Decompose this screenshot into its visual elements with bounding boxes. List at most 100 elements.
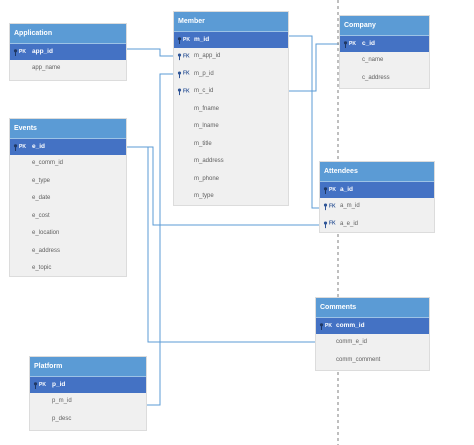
table-attendees[interactable]: Attendees PK a_id FK a_m_id FK a_e_id: [320, 162, 434, 232]
pk-row: PK e_id: [10, 139, 126, 155]
field-name: c_name: [362, 57, 384, 63]
pk-row: PK p_id: [30, 377, 146, 393]
field-name: m_address: [194, 158, 224, 164]
key-icon: PK: [319, 318, 332, 334]
field-name: comm_comment: [336, 356, 381, 363]
field-row: e_location: [10, 225, 126, 243]
key-icon: PK: [13, 44, 26, 60]
key-icon: FK: [177, 48, 190, 66]
field-name: comm_e_id: [336, 339, 368, 345]
table-header: Member: [174, 12, 288, 32]
field-name: m_p_id: [194, 70, 214, 77]
table-member[interactable]: Member PK m_id FK m_app_id FK m_p_id FK …: [174, 12, 288, 205]
field-name: e_location: [32, 230, 60, 236]
key-mark: PK: [329, 187, 336, 193]
key-mark: FK: [183, 70, 190, 77]
field-name: p_id: [52, 381, 66, 388]
pk-row: PK comm_id: [316, 318, 429, 334]
field-row: p_m_id: [30, 393, 146, 411]
field-name: m_app_id: [194, 53, 221, 59]
pk-row: PK a_id: [320, 182, 434, 198]
field-row: e_date: [10, 190, 126, 208]
pk-row: PK m_id: [174, 32, 288, 48]
field-name: c_address: [362, 74, 390, 81]
key-icon: PK: [343, 36, 356, 52]
key-icon: FK: [323, 216, 336, 234]
field-name: app_name: [32, 65, 61, 71]
table-platform[interactable]: Platform PK p_id p_m_id p_desc: [30, 357, 146, 430]
table-header: Comments: [316, 298, 429, 318]
field-name: e_type: [32, 177, 51, 184]
fk-row: FK m_p_id: [174, 66, 288, 84]
field-name: a_e_id: [340, 220, 359, 227]
key-mark: FK: [329, 220, 336, 227]
table-comments[interactable]: Comments PK comm_id comm_e_id comm_comme…: [316, 298, 429, 370]
field-name: m_phone: [194, 175, 220, 182]
field-row: e_address: [10, 243, 126, 261]
table-header: Company: [340, 16, 429, 36]
field-name: c_id: [362, 40, 376, 47]
field-name: m_lname: [194, 123, 219, 129]
connector-member-company: [288, 43, 340, 92]
table-application[interactable]: Application PK app_id app_name: [10, 24, 126, 80]
table-company[interactable]: Company PK c_id c_name c_address: [340, 16, 429, 88]
connector-attendees-member: [288, 35, 320, 209]
table-header: Attendees: [320, 162, 434, 182]
fk-row: FK a_m_id: [320, 198, 434, 216]
key-mark: PK: [39, 382, 46, 388]
field-row: comm_comment: [316, 352, 429, 370]
field-row: m_lname: [174, 118, 288, 136]
field-row: c_name: [340, 52, 429, 70]
pk-row: PK app_id: [10, 44, 126, 60]
table-header: Events: [10, 119, 126, 139]
field-row: p_desc: [30, 411, 146, 429]
key-mark: FK: [183, 53, 190, 59]
field-row: e_type: [10, 173, 126, 191]
field-name: m_id: [194, 36, 210, 43]
field-name: a_id: [340, 186, 354, 193]
key-icon: FK: [177, 66, 190, 84]
field-row: m_address: [174, 153, 288, 171]
field-name: p_desc: [52, 415, 72, 422]
table-events[interactable]: Events PK e_id e_comm_id e_type e_date e…: [10, 119, 126, 276]
field-row: e_topic: [10, 260, 126, 278]
field-row: m_fname: [174, 101, 288, 119]
field-name: m_title: [194, 140, 212, 147]
field-row: app_name: [10, 60, 126, 78]
field-name: e_cost: [32, 212, 50, 219]
field-row: m_type: [174, 188, 288, 206]
field-name: app_id: [32, 48, 53, 55]
table-header: Application: [10, 24, 126, 44]
field-name: m_c_id: [194, 88, 214, 94]
field-name: e_address: [32, 247, 61, 254]
connector-comments-events: [126, 146, 316, 343]
field-name: m_type: [194, 193, 214, 199]
key-mark: PK: [325, 323, 332, 329]
key-mark: FK: [183, 88, 190, 94]
key-icon: FK: [323, 198, 336, 216]
field-name: m_fname: [194, 105, 220, 112]
fk-row: FK m_app_id: [174, 48, 288, 66]
field-row: comm_e_id: [316, 334, 429, 352]
key-icon: PK: [177, 32, 190, 48]
key-mark: PK: [19, 144, 26, 150]
fk-row: FK m_c_id: [174, 83, 288, 101]
field-row: e_comm_id: [10, 155, 126, 173]
key-mark: PK: [19, 49, 26, 55]
field-name: e_date: [32, 195, 51, 201]
field-name: e_comm_id: [32, 160, 64, 166]
connector-member-app: [125, 48, 174, 57]
key-mark: FK: [329, 203, 336, 209]
key-mark: PK: [183, 37, 190, 43]
field-name: e_id: [32, 143, 46, 150]
field-row: m_phone: [174, 171, 288, 189]
key-mark: PK: [349, 41, 356, 47]
field-row: m_title: [174, 136, 288, 154]
key-icon: PK: [13, 139, 26, 155]
key-icon: PK: [33, 377, 46, 393]
fk-row: FK a_e_id: [320, 216, 434, 234]
field-name: comm_id: [336, 322, 365, 329]
field-name: p_m_id: [52, 398, 72, 404]
pk-row: PK c_id: [340, 36, 429, 52]
field-name: e_topic: [32, 265, 52, 271]
